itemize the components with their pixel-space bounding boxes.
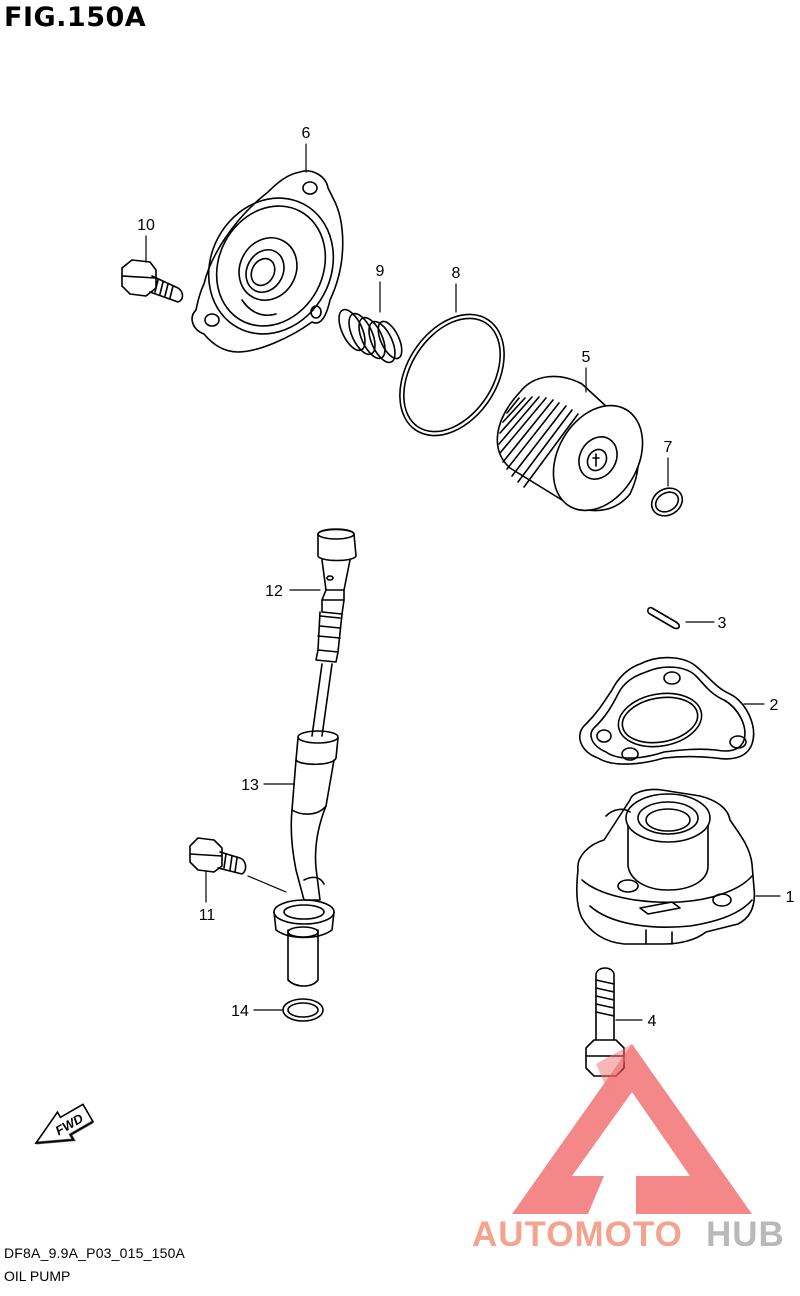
callout-2: 2 xyxy=(770,697,779,714)
callout-9: 9 xyxy=(376,263,385,280)
callout-1: 1 xyxy=(786,889,795,906)
callout-14: 14 xyxy=(231,1003,249,1020)
callout-3: 3 xyxy=(718,615,727,632)
callout-7: 7 xyxy=(664,439,673,456)
watermark-text: AUTOMOTO HUB xyxy=(472,1215,785,1254)
part-7-small-o-ring xyxy=(650,487,684,517)
leader-lines xyxy=(145,143,781,1021)
part-13-strainer-pipe xyxy=(273,730,339,987)
watermark-text-a: AUTOMOTO xyxy=(472,1215,683,1254)
part-14-o-ring xyxy=(282,998,324,1022)
fwd-arrow-icon: FWD xyxy=(34,1103,95,1145)
part-10-bolt xyxy=(121,259,184,303)
part-2-gasket xyxy=(578,656,755,765)
figure-title: FIG.150A xyxy=(4,2,147,33)
watermark-text-b: HUB xyxy=(706,1215,785,1254)
figure-code: DF8A_9.9A_P03_015_150A xyxy=(4,1245,186,1261)
part-5-oil-filter xyxy=(496,375,644,512)
callout-11: 11 xyxy=(199,907,216,924)
part-8-o-ring xyxy=(399,313,505,437)
part-11-bolt xyxy=(189,837,247,875)
part-6-filter-cover xyxy=(191,170,344,353)
part-9-spring xyxy=(338,308,403,364)
callout-13: 13 xyxy=(241,777,259,794)
callout-4: 4 xyxy=(648,1013,657,1030)
part-1-oil-pump xyxy=(576,788,756,945)
callout-10: 10 xyxy=(137,217,155,234)
figure-name: OIL PUMP xyxy=(4,1268,71,1284)
callout-12: 12 xyxy=(265,583,283,600)
part-12-dipstick xyxy=(311,528,357,737)
part-3-dowel-pin xyxy=(647,606,680,630)
watermark-logo-icon xyxy=(512,1044,752,1214)
callout-6: 6 xyxy=(302,125,311,142)
callout-8: 8 xyxy=(452,265,461,282)
callout-5: 5 xyxy=(582,349,591,366)
